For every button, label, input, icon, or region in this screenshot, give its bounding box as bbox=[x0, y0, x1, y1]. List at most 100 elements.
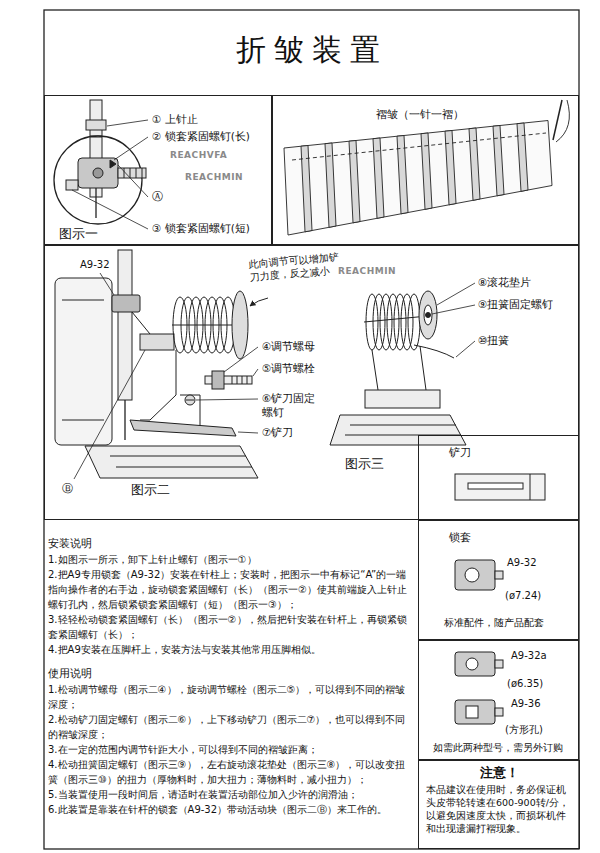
pleater-front-view bbox=[181, 297, 195, 353]
instruction-column: 安装说明1.如图示一所示，卸下上针止螺钉（图示一①）2.把A9专用锁套（A9-3… bbox=[48, 535, 414, 817]
part-heading: 锁套 bbox=[449, 531, 471, 545]
pleater-front-view bbox=[232, 376, 247, 384]
callout-label: ⑥铲刀固定螺钉 bbox=[262, 392, 322, 419]
part-note: 标准配件，随产品配套 bbox=[444, 616, 544, 629]
instruction-item: 4.把A9安装在压脚杆上，安装方法与安装其他常用压脚相似。 bbox=[48, 642, 414, 657]
instruction-item: 6.此装置是靠装在针杆的锁套（A9-32）带动活动块（图示二Ⓑ）来工作的。 bbox=[48, 802, 414, 817]
callout-label: ⑩扭簧 bbox=[478, 334, 509, 348]
pleater-side-view bbox=[387, 294, 399, 350]
pleater-front-view bbox=[132, 312, 150, 334]
instruction-item: 1.松动调节螺母（图示二④），旋动调节螺栓（图示二⑤），可以得到不同的褶皱深度； bbox=[48, 682, 414, 712]
leader-line bbox=[72, 120, 148, 229]
figure-panel: 褶皱（一针一褶） bbox=[272, 95, 579, 245]
pleater-front-view bbox=[124, 400, 125, 440]
leader-line bbox=[253, 369, 258, 376]
pleater-side-view bbox=[364, 316, 428, 322]
notice-box: 注意！本品建议在使用时，务必保证机头皮带轮转速在600-900转/分，以避免因速… bbox=[418, 760, 580, 849]
sleeve-part bbox=[465, 568, 479, 582]
part-size: (ø7.24) bbox=[505, 589, 541, 602]
pleated-fabric bbox=[553, 100, 562, 140]
page-title: 折皱装置 bbox=[44, 30, 579, 71]
leader-line bbox=[238, 432, 258, 433]
blade-part bbox=[468, 483, 523, 489]
part-note: 如需此两种型号，需另外订购 bbox=[433, 742, 563, 754]
watermark: REACHMIN bbox=[185, 172, 243, 184]
parts-box: 锁套 A9-32 (ø7.24) 标准配件，随产品配套 bbox=[418, 520, 579, 640]
pleater-front-view bbox=[55, 278, 112, 445]
pleater-front-view bbox=[185, 395, 195, 405]
leader-line bbox=[118, 165, 148, 197]
instruction-item: 4.松动扭簧固定螺钉（图示三⑨），左右旋动滚花垫处（图示三⑧），可以改变扭簧（图… bbox=[48, 757, 414, 787]
leader-line bbox=[224, 347, 258, 372]
sleeve-closeup bbox=[93, 168, 103, 178]
pleater-front-view bbox=[205, 297, 219, 353]
part-number: A9-32 bbox=[80, 258, 110, 271]
leader-line bbox=[456, 341, 475, 357]
section-heading: 使用说明 bbox=[48, 665, 414, 682]
leader-line bbox=[114, 137, 148, 160]
pleater-side-view bbox=[365, 390, 440, 408]
sleeve-closeup bbox=[86, 120, 106, 130]
pleater-front-view bbox=[232, 291, 248, 359]
callout-label: ⑤调节螺栓 bbox=[262, 362, 315, 376]
watermark: REACHMIN bbox=[338, 266, 396, 278]
pleater-front-view bbox=[140, 350, 176, 420]
instruction-item: 2.松动铲刀固定螺钉（图示二⑥），上下移动铲刀（图示二⑦），也可以得到不同的褶皱… bbox=[48, 712, 414, 742]
leader-line bbox=[74, 273, 258, 479]
callout-letter: Ⓑ bbox=[62, 482, 73, 496]
pleater-side-view bbox=[330, 415, 466, 445]
instruction-item: 5.当装置使用一段时间后，请适时在装置活动部位加入少许的润滑油； bbox=[48, 787, 414, 802]
notice-heading: 注意！ bbox=[422, 765, 577, 782]
pleater-side-view bbox=[394, 294, 406, 350]
pleater-front-view bbox=[55, 250, 268, 478]
callout-label: ⑦铲刀 bbox=[262, 426, 293, 440]
pleater-front-view bbox=[62, 300, 104, 420]
pleater-side-view bbox=[424, 305, 432, 325]
pleater-front-view bbox=[186, 400, 194, 401]
sleeve-closeup bbox=[54, 100, 146, 224]
pleater-front-view bbox=[110, 456, 252, 467]
pleater-front-view bbox=[212, 371, 224, 389]
pleated-fabric bbox=[284, 100, 569, 235]
callout-label: ⑨扭簧固定螺钉 bbox=[478, 298, 553, 312]
pleater-side-view bbox=[373, 294, 385, 350]
blade-part bbox=[530, 474, 531, 500]
pleater-front-view bbox=[173, 297, 187, 353]
callout-letter: Ⓐ bbox=[152, 190, 163, 204]
figure-caption: 褶皱（一针一褶） bbox=[376, 108, 464, 122]
pleater-side-view bbox=[345, 425, 461, 435]
pleater-side-view bbox=[426, 313, 431, 318]
sleeve-closeup bbox=[95, 188, 96, 218]
section-heading: 安装说明 bbox=[48, 535, 414, 552]
part-number: A9-32 bbox=[507, 556, 537, 569]
part-number: A9-32a bbox=[511, 649, 547, 662]
pleater-side-view bbox=[366, 294, 378, 350]
leader-line bbox=[196, 399, 258, 400]
pleater-side-view bbox=[419, 291, 437, 339]
part-heading: 铲刀 bbox=[449, 446, 471, 460]
leader-line bbox=[74, 350, 145, 479]
leader-line bbox=[432, 305, 475, 314]
sleeve-closeup bbox=[54, 136, 142, 224]
callout-label: ⑧滚花垫片 bbox=[478, 276, 531, 290]
sleeve-part bbox=[495, 660, 503, 668]
sleeve-part bbox=[495, 571, 503, 579]
instruction-item: 3.轻轻松动锁套紧固螺钉（长）（图示一②），然后把针安装在针杆上，再锁紧锁套紧固… bbox=[48, 612, 414, 642]
pleater-side-view bbox=[380, 294, 392, 350]
pleated-fabric bbox=[292, 133, 546, 160]
sleeve-part bbox=[455, 652, 495, 676]
sleeve-closeup bbox=[110, 160, 116, 168]
figure-caption: 图示一 bbox=[59, 226, 98, 242]
leader-line bbox=[432, 283, 475, 357]
pleated-fabric bbox=[301, 123, 528, 232]
sleeve-part bbox=[466, 706, 478, 718]
parts-box: 铲刀 bbox=[418, 435, 579, 520]
part-number: A9-36 bbox=[511, 697, 541, 710]
sleeve-part bbox=[455, 560, 495, 590]
page-frame bbox=[44, 10, 579, 849]
figure-caption: 图示三 bbox=[345, 456, 384, 472]
sleeve-part bbox=[455, 560, 503, 724]
sleeve-closeup bbox=[66, 180, 78, 190]
leader-line bbox=[100, 273, 114, 295]
